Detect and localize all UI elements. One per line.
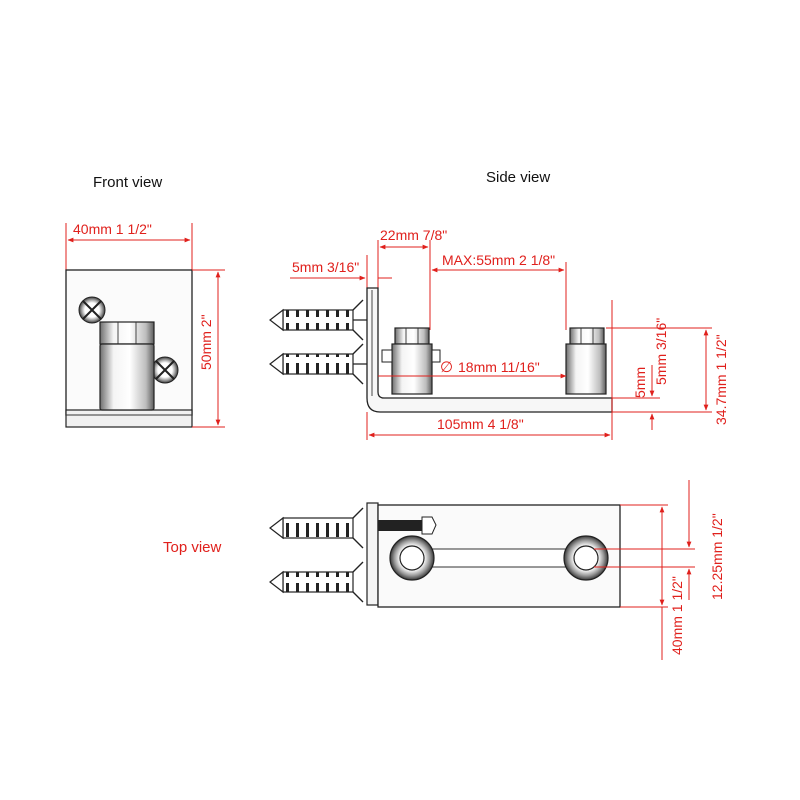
- screw-icon: [151, 356, 179, 384]
- side-roller-top-label: 5mm 3/16": [653, 318, 669, 385]
- side-view-label: Side view: [486, 169, 550, 186]
- side-base-thickness-label: 5mm: [632, 367, 648, 398]
- side-wall-dimension: 5mm 3/16": [290, 255, 392, 290]
- side-roller-left: [381, 327, 441, 395]
- side-max-label: MAX:55mm 2 1/8": [442, 252, 555, 268]
- side-height-label: 34.7mm 1 1/2": [713, 334, 729, 425]
- front-height-dimension: 50mm 2": [192, 269, 225, 428]
- side-height-dimension: 34.7mm 1 1/2": [612, 327, 729, 425]
- top-width-label: 40mm 1 1/2": [669, 576, 685, 655]
- front-width-label: 40mm 1 1/2": [73, 221, 152, 237]
- side-wall-label: 5mm 3/16": [292, 259, 359, 275]
- wall-anchor-icon: [269, 561, 364, 603]
- wall-anchor-icon: [269, 507, 364, 549]
- front-view-label: Front view: [93, 174, 162, 191]
- screw-icon: [78, 296, 106, 324]
- side-length-label: 105mm 4 1/8": [437, 416, 524, 432]
- side-max-dimension: MAX:55mm 2 1/8": [431, 252, 567, 330]
- side-roller-right: [565, 327, 607, 395]
- side-diameter-dimension: ∅ 18mm 11/16": [378, 359, 567, 379]
- side-thickness-label: 22mm 7/8": [380, 227, 447, 243]
- top-roller-left: [389, 535, 435, 581]
- top-view: Top view: [163, 480, 725, 660]
- screw-icon: [378, 516, 437, 535]
- wall-anchor-icon: [269, 343, 370, 385]
- top-view-label: Top view: [163, 539, 222, 556]
- front-height-label: 50mm 2": [198, 314, 214, 370]
- top-flange: [366, 502, 379, 606]
- side-thickness-dimension: 22mm 7/8": [377, 227, 447, 330]
- top-slot-dimension: 12.25mm 1/2": [594, 480, 725, 600]
- top-slot-label: 12.25mm 1/2": [709, 513, 725, 600]
- side-roller-top-dimension: 5mm 3/16": [606, 318, 700, 385]
- side-diameter-label: 18mm 11/16": [458, 359, 540, 375]
- top-width-dimension: 40mm 1 1/2": [620, 504, 685, 660]
- front-view: Front view 40mm 1 1/2": [65, 174, 225, 428]
- side-length-dimension: 105mm 4 1/8": [366, 300, 613, 440]
- diameter-symbol: ∅: [440, 359, 453, 376]
- wall-anchor-icon: [269, 299, 370, 341]
- front-roller: [99, 321, 155, 411]
- top-roller-right: [563, 535, 609, 581]
- front-width-dimension: 40mm 1 1/2": [65, 221, 193, 270]
- side-view: Side view 22mm 7/8" 5mm 3/16" MAX:55mm 2…: [269, 169, 729, 440]
